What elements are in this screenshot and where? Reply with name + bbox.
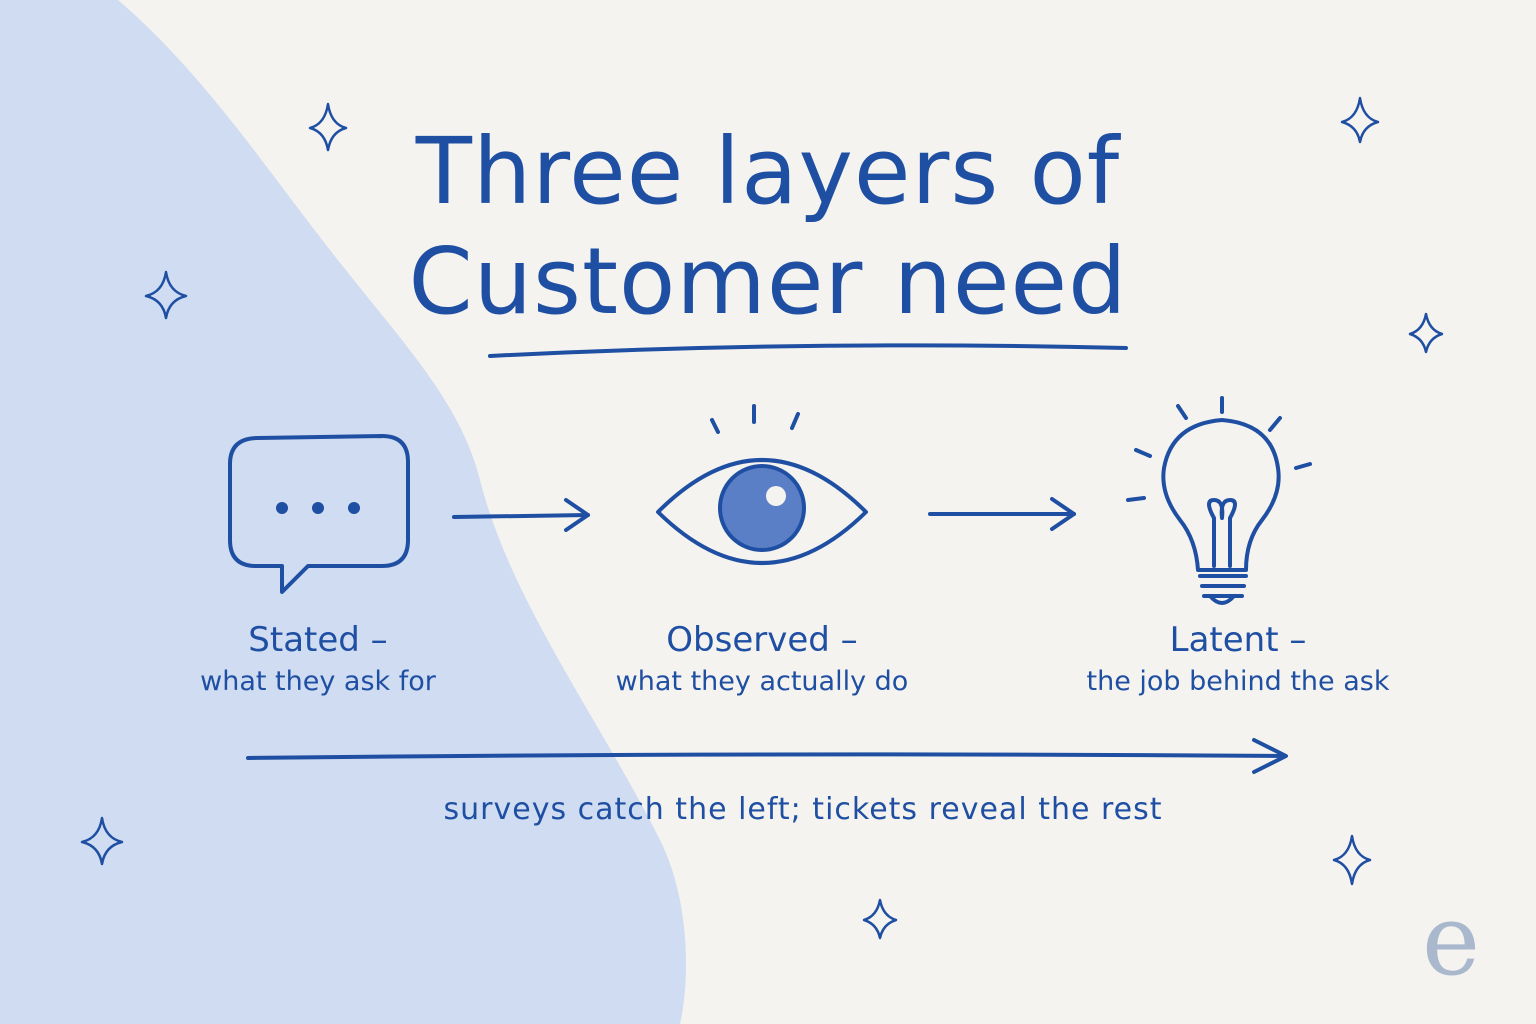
layer-name: Observed – — [666, 620, 858, 660]
speech-bubble-icon — [228, 434, 410, 594]
layer-label-latent: Latent – the job behind the ask — [1028, 620, 1448, 697]
layer-description: what they ask for — [200, 666, 436, 697]
long-arrow-icon — [246, 738, 1288, 774]
layer-label-observed: Observed – what they actually do — [552, 620, 972, 697]
layer-description: the job behind the ask — [1086, 666, 1390, 697]
page-title-line-2: Customer need — [408, 228, 1128, 335]
arrow-right-icon — [928, 497, 1076, 531]
sparkle-icon — [308, 102, 348, 152]
layer-name: Latent – — [1169, 620, 1307, 660]
layer-label-stated: Stated – what they ask for — [108, 620, 528, 697]
sparkle-icon — [862, 898, 898, 940]
page-title-line-1: Three layers of — [415, 118, 1121, 225]
logo: e — [1422, 884, 1480, 998]
layer-name: Stated – — [248, 620, 388, 660]
eye-icon — [656, 404, 868, 565]
sparkle-icon — [144, 270, 188, 320]
arrow-right-icon — [452, 498, 590, 532]
layer-description: what they actually do — [615, 666, 909, 697]
title-underline — [488, 343, 1128, 358]
sparkle-icon — [80, 816, 124, 866]
sparkle-icon — [1332, 834, 1372, 886]
caption: surveys catch the left; tickets reveal t… — [443, 792, 1163, 827]
sparkle-icon — [1408, 312, 1444, 354]
lightbulb-icon — [1126, 396, 1312, 605]
sparkle-icon — [1340, 96, 1380, 144]
